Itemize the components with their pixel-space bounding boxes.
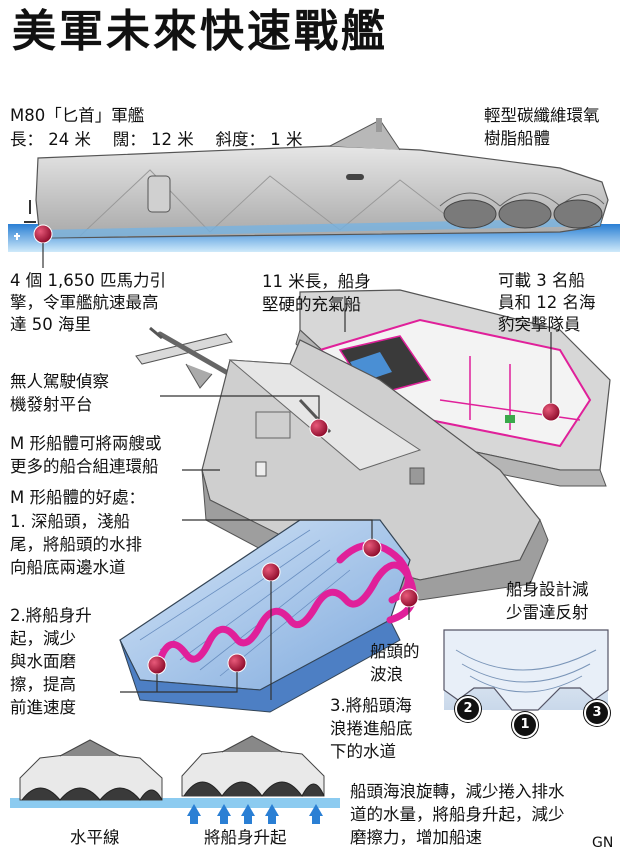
drone [135, 326, 243, 389]
credit: GN [592, 835, 614, 851]
benefit-2: 2.將船身升 起，減少 與水面磨 擦，提高 前進速度 [10, 606, 92, 717]
engines-label: 4 個 1,650 匹馬力引 擎，令軍艦航速最高 達 50 海里 [10, 271, 166, 334]
capacity-label: 可載 3 名船 員和 12 名海 豹突擊隊員 [498, 271, 596, 334]
ship-specs: 長： 24 米 闊： 12 米 斜度： 1 米 [10, 130, 303, 149]
hatch [147, 175, 171, 213]
benefit-1: 1. 深船頭，淺船 尾，將船頭的水排 向船底兩邊水道 [10, 512, 142, 577]
capacity-marker [541, 402, 561, 422]
lift-label: 將船身升起 [204, 828, 287, 847]
combine-label: M 形船體可將兩艘或 更多的船合組連環船 [10, 434, 162, 476]
engine-marker [33, 224, 53, 244]
inflatable-label: 11 米長，船身 堅硬的充氣船 [262, 272, 371, 314]
benefits-heading: M 形船體的好處： [10, 488, 145, 507]
radar-diagram [443, 629, 609, 711]
benefit-3: 3.將船頭海 浪捲進船底 下的水道 [330, 696, 413, 761]
marker-2: 2 [455, 696, 481, 722]
bow-marker-1 [362, 538, 382, 558]
waterline-label: 水平線 [70, 828, 120, 847]
drone-platform-marker [309, 418, 329, 438]
front-views [10, 735, 340, 824]
hull-material-label: 輕型碳纖維環氧 樹脂船體 [484, 106, 600, 148]
blue-hull [119, 519, 419, 713]
marker-1: 1 [512, 712, 538, 738]
ship-name: M80「匕首」軍艦 [10, 106, 145, 125]
wave-spiral [156, 561, 417, 664]
radar-label: 船身設計減 少雷達反射 [506, 580, 589, 622]
hull-marker-right [227, 653, 247, 673]
bow-wave-label: 船頭的 波浪 [370, 642, 420, 684]
side-view-ship [8, 118, 620, 268]
hull-marker-left [147, 655, 167, 675]
explanation-text: 船頭海浪旋轉，減少捲入排水 道的水量，將船身升起，減少 磨擦力，增加船速 [350, 782, 565, 847]
bow-wave-marker [399, 588, 419, 608]
marker-3: 3 [584, 700, 610, 726]
lift-marker [261, 562, 281, 582]
page-title: 美軍未來快速戰艦 [12, 6, 388, 57]
drone-platform-label: 無人駕駛偵察 機發射平台 [10, 372, 109, 414]
